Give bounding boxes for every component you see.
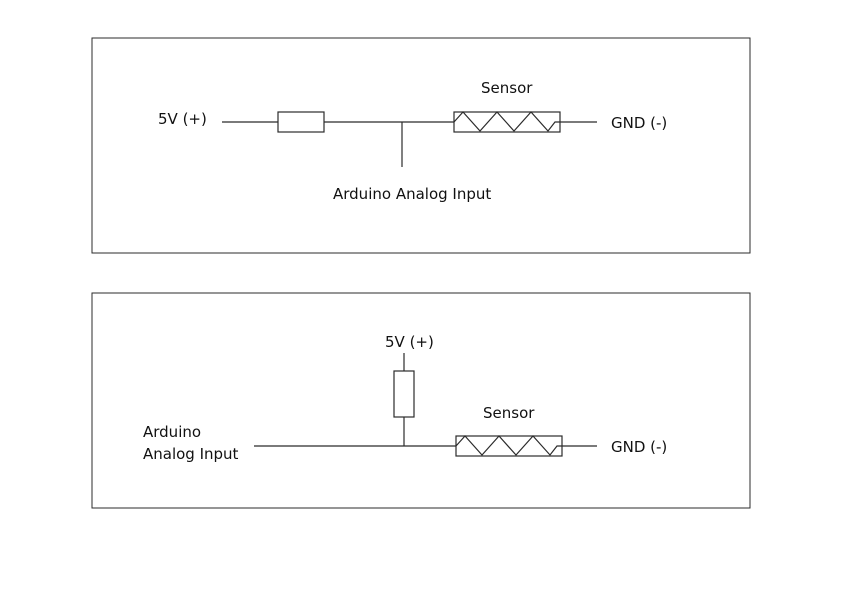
top-sensor-variable-resistor <box>453 111 561 133</box>
bottom-circuit-frame <box>91 292 751 509</box>
bottom-ground-label: GND (-) <box>611 438 667 456</box>
top-circuit-frame <box>91 37 751 254</box>
bottom-sensor-variable-resistor <box>455 435 563 457</box>
bottom-sensor-label: Sensor <box>483 404 535 422</box>
top-input-label: Arduino Analog Input <box>333 185 491 203</box>
top-supply-label: 5V (+) <box>158 110 207 128</box>
bottom-input-label-line1: Arduino <box>143 423 201 441</box>
bottom-input-label-line2: Analog Input <box>143 445 239 463</box>
top-fixed-resistor <box>277 111 325 133</box>
bottom-circuit-panel: 5V (+) Arduino Analog Input Sensor GND (… <box>91 292 751 509</box>
bottom-supply-label: 5V (+) <box>385 333 434 351</box>
bottom-fixed-resistor <box>393 370 415 418</box>
top-circuit-panel: 5V (+) Arduino Analog Input Sensor GND (… <box>91 37 751 254</box>
top-ground-label: GND (-) <box>611 114 667 132</box>
top-sensor-label: Sensor <box>481 79 533 97</box>
